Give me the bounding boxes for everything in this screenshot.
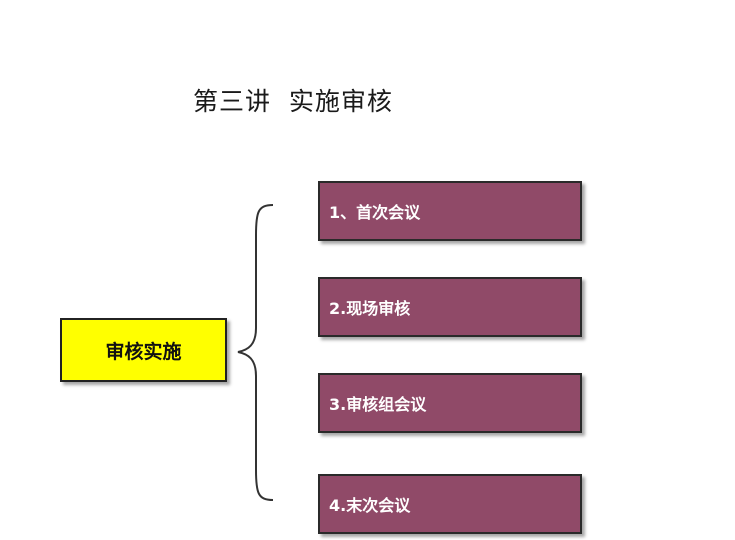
item-label: 3.审核组会议	[329, 395, 427, 414]
page-title: 第三讲 实施审核	[193, 87, 393, 116]
item-box-audit-team-meeting: 3.审核组会议	[318, 373, 582, 433]
item-box-onsite-audit: 2.现场审核	[318, 277, 582, 337]
item-label: 2.现场审核	[329, 299, 411, 318]
curly-brace-connector	[237, 204, 274, 501]
item-box-closing-meeting: 4.末次会议	[318, 474, 582, 534]
item-box-first-meeting: 1、首次会议	[318, 181, 582, 241]
item-label: 1、首次会议	[329, 203, 421, 222]
root-node: 审核实施	[60, 318, 227, 382]
brace-path	[237, 204, 274, 501]
root-node-label: 审核实施	[105, 340, 182, 363]
item-label: 4.末次会议	[329, 496, 411, 515]
